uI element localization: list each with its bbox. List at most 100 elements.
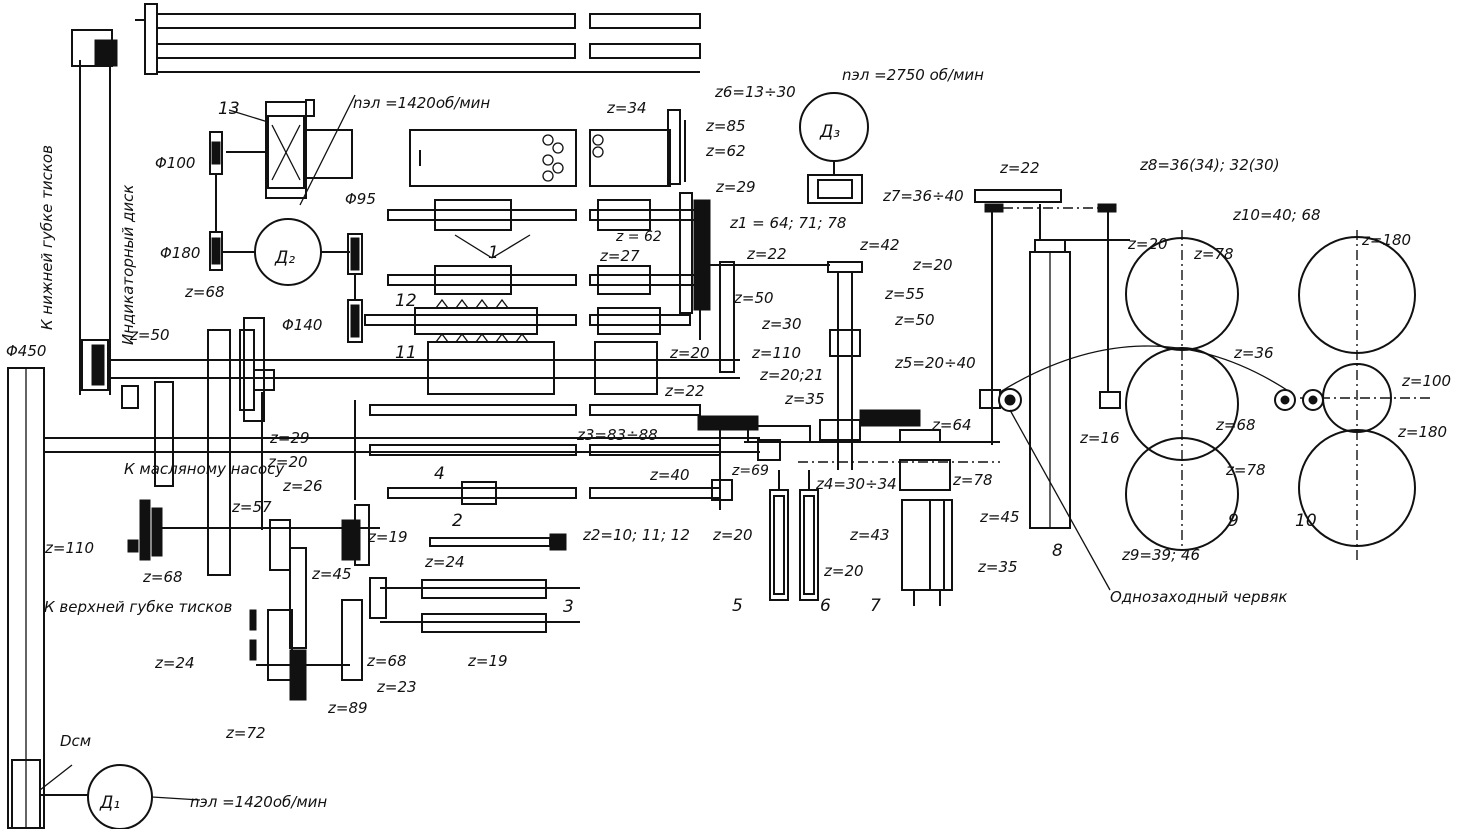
center-vertical-shaft (697, 261, 1000, 606)
gear-z7: z7=36÷40 (882, 187, 964, 205)
gear-z20f: z=20 (267, 453, 308, 471)
part-2: 2 (452, 511, 463, 531)
gear-z9: z9=39; 46 (1121, 546, 1200, 564)
motor-d2-label: Д₂ (274, 248, 295, 268)
gear-z78c: z=78 (1225, 461, 1266, 479)
gear-z110a: z=110 (751, 344, 801, 362)
caption-oil-pump: К масляному насосу (124, 460, 285, 478)
rollers-9 (1125, 230, 1239, 551)
top-shafts (135, 3, 701, 75)
gear-z20b: z=20 (823, 562, 864, 580)
part-11: 11 (395, 343, 417, 363)
gear-z68b: z=68 (184, 283, 225, 301)
caption-lower-jaw: К нижней губке тисков (38, 145, 56, 330)
gear-z20e: z=20 (1127, 235, 1168, 253)
gear-z10: z10=40; 68 (1232, 206, 1321, 224)
lower-shafts (369, 404, 721, 633)
worm-leader-line (1009, 409, 1111, 591)
gear-z19a: z=19 (367, 528, 408, 546)
gear-z40: z=40 (649, 466, 690, 484)
motor-d3-assembly (799, 92, 869, 204)
rollers-10 (1274, 230, 1430, 560)
left-gear-cluster (121, 317, 387, 701)
gear-z43: z=43 (849, 526, 890, 544)
gear-z16: z=16 (1079, 429, 1120, 447)
gear-z5: z5=20÷40 (894, 354, 976, 372)
gear-z35b: z=35 (977, 558, 1018, 576)
gear-z50b: z=50 (894, 311, 935, 329)
gear-z1: z1 = 64; 71; 78 (729, 214, 846, 232)
gear-z45a: z=45 (979, 508, 1020, 526)
gear-z57: z=57 (231, 498, 272, 516)
gear-z29a: z=29 (715, 178, 756, 196)
gear-z30a: z=30 (761, 315, 802, 333)
gear-z62b: z = 62 (615, 229, 662, 245)
motor-d2-assembly (209, 94, 363, 343)
pulley-f95: Φ95 (345, 190, 376, 208)
pulley-f180: Φ180 (160, 244, 200, 262)
gear-z50c: z=50 (129, 326, 170, 344)
pulley-f140: Φ140 (282, 316, 322, 334)
gear-z68d: z=68 (366, 652, 407, 670)
gear-z4: z4=30÷34 (815, 475, 897, 493)
part-1: 1 (488, 243, 499, 263)
gear-z27: z=27 (599, 247, 640, 265)
gear-z45b: z=45 (311, 565, 352, 583)
part-12: 12 (395, 291, 417, 311)
gear-z100: z=100 (1401, 372, 1451, 390)
gear-z22c: z=22 (999, 159, 1040, 177)
gear-z89: z=89 (327, 699, 368, 717)
gear-z78b: z=78 (1193, 245, 1234, 263)
part-6: 6 (820, 596, 831, 616)
gear-z72: z=72 (225, 724, 266, 742)
indicator-belt (71, 29, 740, 395)
gear-z35a: z=35 (784, 390, 825, 408)
gear-z3: z3=83÷88 (576, 426, 658, 444)
motor-d3-label: Д₃ (819, 122, 840, 142)
part-10: 10 (1295, 511, 1317, 531)
gear-z2021: z=20;21 (759, 366, 824, 384)
part-13: 13 (218, 99, 240, 119)
gear-z50a: z=50 (733, 289, 774, 307)
gear-z22b: z=22 (664, 382, 705, 400)
motor-d1-speed: nэл =1420об/мин (190, 793, 327, 811)
gear-labels: z=34 z6=13÷30 z=85 z=62 z=29 z1 = 64; 71… (44, 83, 1451, 742)
gear-z22a: z=22 (746, 245, 787, 263)
right-mechanism (974, 189, 1291, 529)
caption-worm: Однозаходный червяк (1110, 588, 1287, 606)
gear-z29b: z=29 (269, 429, 310, 447)
gear-z62: z=62 (705, 142, 746, 160)
gear-z8: z8=36(34); 32(30) (1139, 156, 1280, 174)
gear-z20a: z=20 (669, 344, 710, 362)
gear-z23: z=23 (376, 678, 417, 696)
pulley-f450: Φ450 (6, 342, 46, 360)
motor-d2-speed: nэл =1420об/мин (353, 94, 490, 112)
gear-z64: z=64 (931, 416, 972, 434)
part-4: 4 (434, 464, 445, 484)
motor-d1-label: Д₁ (99, 793, 120, 813)
pulley-f100: Φ100 (155, 154, 195, 172)
gear-z6: z6=13÷30 (714, 83, 796, 101)
gear-z24a: z=24 (424, 553, 465, 571)
gear-z68a: z=68 (1215, 416, 1256, 434)
gear-z34: z=34 (606, 99, 647, 117)
gear-z110b: z=110 (44, 539, 94, 557)
part-5: 5 (732, 596, 743, 616)
gear-z180a: z=180 (1361, 231, 1411, 249)
part-7: 7 (870, 596, 881, 616)
part-8: 8 (1052, 541, 1063, 561)
part-9: 9 (1228, 511, 1239, 531)
caption-upper-jaw: К верхней губке тисков (44, 598, 232, 616)
pulley-dsm: Dсм (60, 732, 91, 750)
main-motor-assembly (7, 367, 760, 830)
gear-z36: z=36 (1233, 344, 1274, 362)
caption-index-disk: Индикаторный диск (119, 185, 137, 345)
gear-z24b: z=24 (154, 654, 195, 672)
part-3: 3 (563, 597, 574, 617)
motor-d3-speed: nэл =2750 об/мин (842, 66, 984, 84)
gear-z2: z2=10; 11; 12 (582, 526, 690, 544)
gear-z180b: z=180 (1397, 423, 1447, 441)
gear-z55: z=55 (884, 285, 925, 303)
gear-z69: z=69 (731, 463, 769, 479)
